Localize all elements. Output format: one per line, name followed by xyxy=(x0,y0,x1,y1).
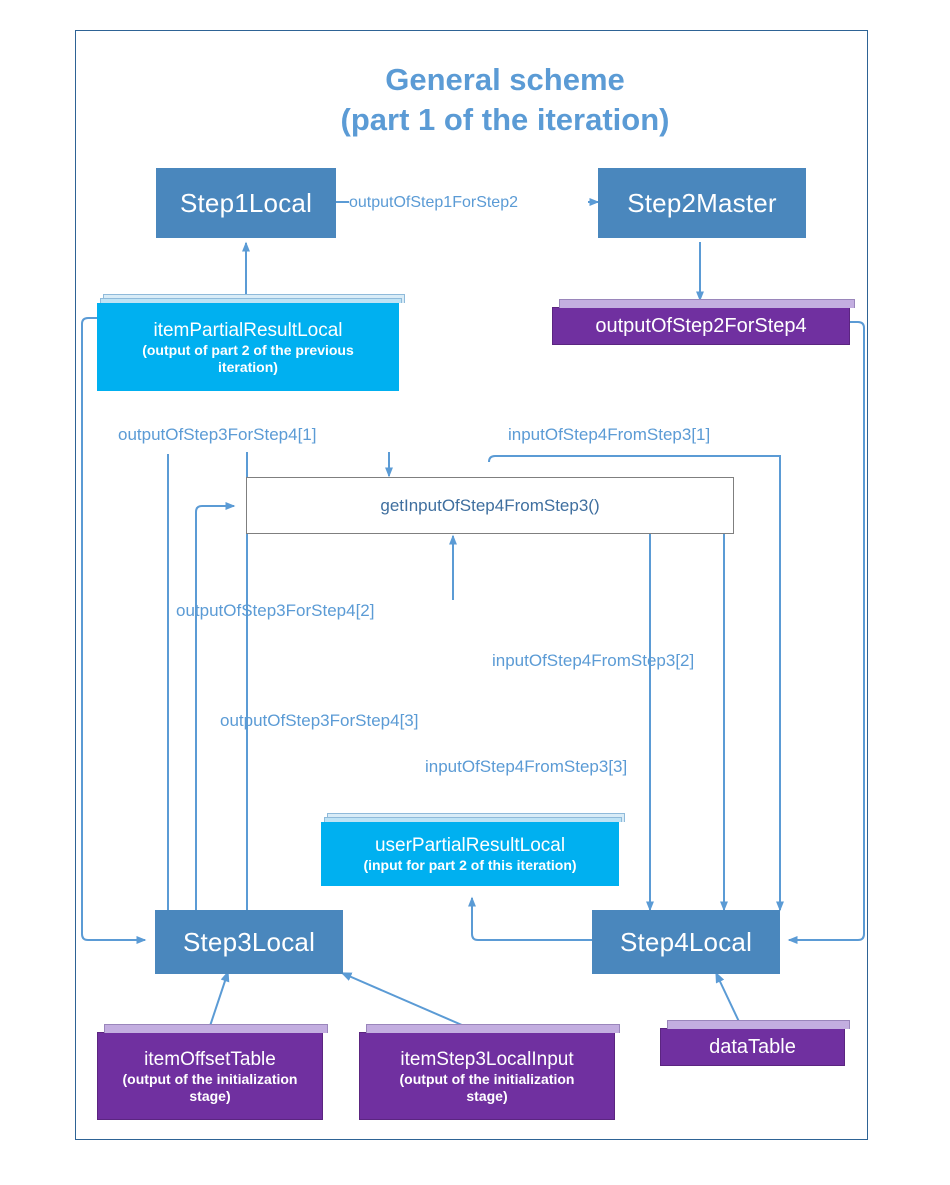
diagram-frame xyxy=(75,30,868,1140)
node-user-partial-result-local-name: userPartialResultLocal xyxy=(374,835,566,856)
stack-strip-top xyxy=(667,1020,850,1029)
node-item-partial-result-local-sub: (output of part 2 of the previous iterat… xyxy=(142,341,354,375)
stack-strip-top xyxy=(366,1024,620,1033)
diagram-title: General scheme (part 1 of the iteration) xyxy=(205,60,805,140)
title-line-2: (part 1 of the iteration) xyxy=(340,102,670,137)
node-step1local-label: Step1Local xyxy=(179,187,313,218)
node-item-step3-local-input-sub: (output of the initialization stage) xyxy=(399,1070,575,1104)
node-step2master[interactable]: Step2Master xyxy=(598,168,806,238)
node-output-of-step2-for-step4[interactable]: outputOfStep2ForStep4 xyxy=(552,299,855,345)
stack-strip-mid xyxy=(100,298,402,303)
edge-label-input-of-step4-from-step3-3: inputOfStep4FromStep3[3] xyxy=(425,757,628,776)
node-get-input-function[interactable]: getInputOfStep4FromStep3() xyxy=(246,477,734,534)
node-step2master-label: Step2Master xyxy=(627,187,777,218)
edge-label-input-of-step4-from-step3-2: inputOfStep4FromStep3[2] xyxy=(492,651,695,670)
node-step4local[interactable]: Step4Local xyxy=(592,910,780,974)
stack-strip-top xyxy=(559,299,855,308)
node-step3local-label: Step3Local xyxy=(182,926,316,957)
edge-label-input-of-step4-from-step3-1: inputOfStep4FromStep3[1] xyxy=(508,425,711,444)
title-line-1: General scheme xyxy=(385,62,625,97)
stack-strip-top xyxy=(104,1024,328,1033)
edge-label-output-of-step3-for-step4-2: outputOfStep3ForStep4[2] xyxy=(176,601,375,620)
node-data-table-name: dataTable xyxy=(709,1035,796,1058)
node-item-partial-result-local-name: itemPartialResultLocal xyxy=(153,319,343,341)
node-item-offset-table-sub: (output of the initialization stage) xyxy=(122,1070,298,1104)
node-step3local[interactable]: Step3Local xyxy=(155,910,343,974)
node-item-offset-table-name: itemOffsetTable xyxy=(144,1048,276,1070)
node-get-input-function-label: getInputOfStep4FromStep3() xyxy=(380,495,600,515)
node-output-of-step2-for-step4-name: outputOfStep2ForStep4 xyxy=(595,314,807,337)
node-item-offset-table[interactable]: itemOffsetTable (output of the initializ… xyxy=(97,1024,328,1120)
node-user-partial-result-local-sub: (input for part 2 of this iteration) xyxy=(363,857,577,873)
node-step4local-label: Step4Local xyxy=(619,926,753,957)
node-item-partial-result-local[interactable]: itemPartialResultLocal (output of part 2… xyxy=(97,294,405,391)
stack-strip-mid xyxy=(324,817,622,822)
node-step1local[interactable]: Step1Local xyxy=(156,168,336,238)
edge-label-output-of-step1-for-step2: outputOfStep1ForStep2 xyxy=(349,194,518,211)
node-data-table[interactable]: dataTable xyxy=(660,1020,850,1066)
edge-label-output-of-step3-for-step4-3: outputOfStep3ForStep4[3] xyxy=(220,711,419,730)
node-item-step3-local-input[interactable]: itemStep3LocalInput (output of the initi… xyxy=(359,1024,620,1120)
node-user-partial-result-local[interactable]: userPartialResultLocal (input for part 2… xyxy=(321,813,625,886)
node-item-step3-local-input-name: itemStep3LocalInput xyxy=(400,1048,574,1070)
edge-label-output-of-step3-for-step4-1: outputOfStep3ForStep4[1] xyxy=(118,425,317,444)
